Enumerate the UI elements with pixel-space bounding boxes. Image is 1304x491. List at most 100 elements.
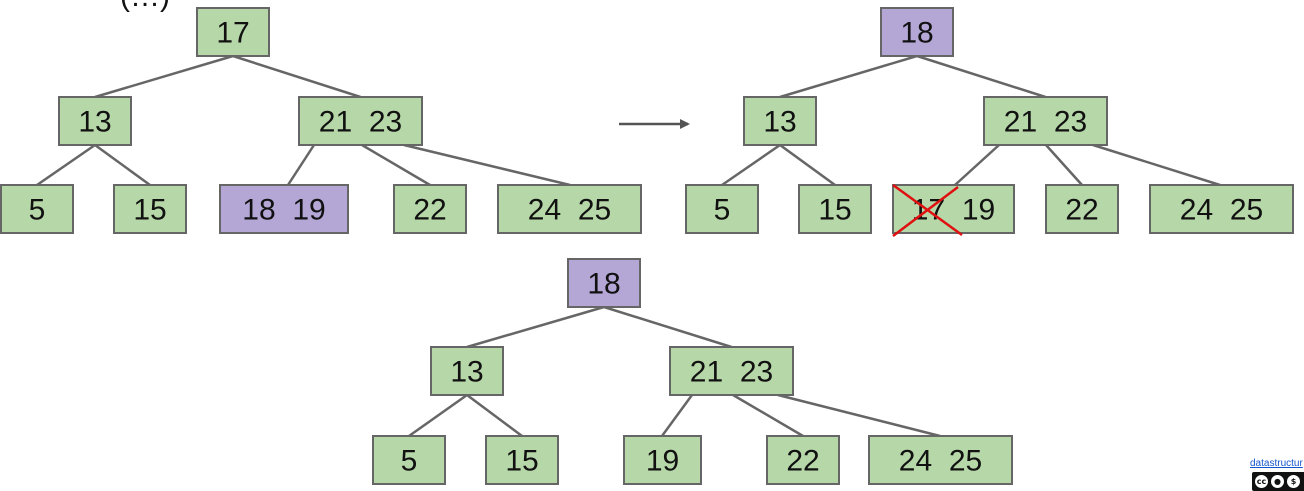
edge-left-to-leaf-1 xyxy=(36,143,96,187)
node-label: 21 23 xyxy=(1004,106,1087,139)
node-root: 18 xyxy=(880,7,954,57)
top-fragment-text: (…) xyxy=(120,0,170,13)
edge-right-to-leaf-3 xyxy=(286,144,316,186)
edge-left-to-leaf-2 xyxy=(779,143,836,187)
tree-swapped: 18 13 21 23 5 15 17 19 22 24 25 xyxy=(685,7,1294,234)
node-leaf-5: 24 25 xyxy=(1149,184,1294,234)
node-left: 13 xyxy=(430,346,504,396)
node-leaf-1: 5 xyxy=(0,184,74,234)
node-label: 5 xyxy=(401,445,418,478)
node-box xyxy=(113,184,187,234)
nc-icon: $ xyxy=(1286,474,1301,489)
node-box xyxy=(298,96,423,146)
node-leaf-3: 18 19 xyxy=(219,184,349,234)
node-label: 5 xyxy=(29,194,46,227)
by-icon: ● xyxy=(1270,474,1285,489)
node-box xyxy=(1045,184,1119,234)
node-box xyxy=(567,258,641,308)
node-leaf-2: 15 xyxy=(113,184,187,234)
edge-left-to-leaf-2 xyxy=(94,143,151,187)
node-left: 13 xyxy=(743,96,817,146)
tree-before: 17 13 21 23 5 15 18 19 22 24 25 xyxy=(0,7,642,234)
node-label: 17 19 xyxy=(912,194,995,227)
node-leaf-3: 19 xyxy=(623,435,702,485)
node-box xyxy=(669,346,794,396)
edge-root-to-left xyxy=(94,54,234,99)
node-right: 21 23 xyxy=(983,96,1108,146)
node-label: 21 23 xyxy=(690,356,773,389)
node-leaf-1: 5 xyxy=(685,184,759,234)
node-label: 21 23 xyxy=(319,106,402,139)
node-box xyxy=(623,435,702,485)
node-box xyxy=(196,7,270,57)
node-box xyxy=(1149,184,1294,234)
node-leaf-5: 24 25 xyxy=(497,184,642,234)
edge-right-to-leaf-5 xyxy=(1092,143,1221,187)
node-leaf-4: 22 xyxy=(393,184,467,234)
node-label: 18 19 xyxy=(242,194,325,227)
edge-right-to-leaf-5 xyxy=(403,143,571,187)
node-box xyxy=(485,435,559,485)
node-leaf-4: 22 xyxy=(766,435,840,485)
node-label: 5 xyxy=(714,194,731,227)
edge-root-to-right xyxy=(232,54,361,99)
edge-left-to-leaf-2 xyxy=(466,393,523,438)
node-label: 15 xyxy=(505,445,538,478)
node-box xyxy=(219,184,349,234)
edge-right-to-leaf-4 xyxy=(361,143,431,187)
node-box xyxy=(372,435,446,485)
tree-after: 18 13 21 23 5 15 19 22 24 25 xyxy=(372,258,1013,485)
node-label: 22 xyxy=(786,445,819,478)
node-label: 19 xyxy=(646,445,679,478)
node-box xyxy=(743,96,817,146)
node-label: 13 xyxy=(763,106,796,139)
node-box xyxy=(766,435,840,485)
node-box xyxy=(497,184,642,234)
node-label: 24 25 xyxy=(528,194,611,227)
node-box xyxy=(880,7,954,57)
license-link[interactable]: datastructur xyxy=(1250,458,1303,469)
node-label: 17 xyxy=(216,17,249,50)
node-box xyxy=(983,96,1108,146)
node-box xyxy=(393,184,467,234)
node-leaf-5: 24 25 xyxy=(868,435,1013,485)
node-leaf-1: 5 xyxy=(372,435,446,485)
node-box xyxy=(0,184,74,234)
red-x-strike-icon xyxy=(892,183,963,237)
node-label: 22 xyxy=(413,194,446,227)
node-box xyxy=(798,184,872,234)
node-label: 15 xyxy=(133,194,166,227)
edge-root-to-left xyxy=(779,54,918,99)
node-leaf-4: 22 xyxy=(1045,184,1119,234)
node-label: 24 25 xyxy=(1180,194,1263,227)
cc-license-badge: cc ● $ xyxy=(1252,472,1304,491)
node-label: 24 25 xyxy=(899,445,982,478)
edge-right-to-leaf-3 xyxy=(660,394,694,437)
edge-root-to-right xyxy=(916,54,1046,99)
node-box xyxy=(430,346,504,396)
node-box xyxy=(58,96,132,146)
edge-root-to-right xyxy=(603,305,732,349)
edge-right-to-leaf-5 xyxy=(777,393,941,438)
node-label: 13 xyxy=(450,356,483,389)
edge-right-to-leaf-4 xyxy=(1045,144,1083,186)
node-leaf-2: 15 xyxy=(485,435,559,485)
edge-root-to-left xyxy=(466,305,605,349)
node-left: 13 xyxy=(58,96,132,146)
edge-left-to-leaf-1 xyxy=(408,393,468,438)
node-leaf-3: 17 19 xyxy=(892,184,1015,234)
node-box xyxy=(685,184,759,234)
node-right: 21 23 xyxy=(669,346,794,396)
node-box xyxy=(868,435,1013,485)
node-label: 18 xyxy=(587,268,620,301)
edge-left-to-leaf-1 xyxy=(721,143,781,187)
node-box xyxy=(892,184,1015,234)
node-right: 21 23 xyxy=(298,96,423,146)
node-label: 22 xyxy=(1065,194,1098,227)
cc-icon: cc xyxy=(1254,474,1269,489)
node-label: 15 xyxy=(818,194,851,227)
node-label: 13 xyxy=(78,106,111,139)
node-label: 18 xyxy=(900,17,933,50)
edge-right-to-leaf-4 xyxy=(732,393,804,438)
